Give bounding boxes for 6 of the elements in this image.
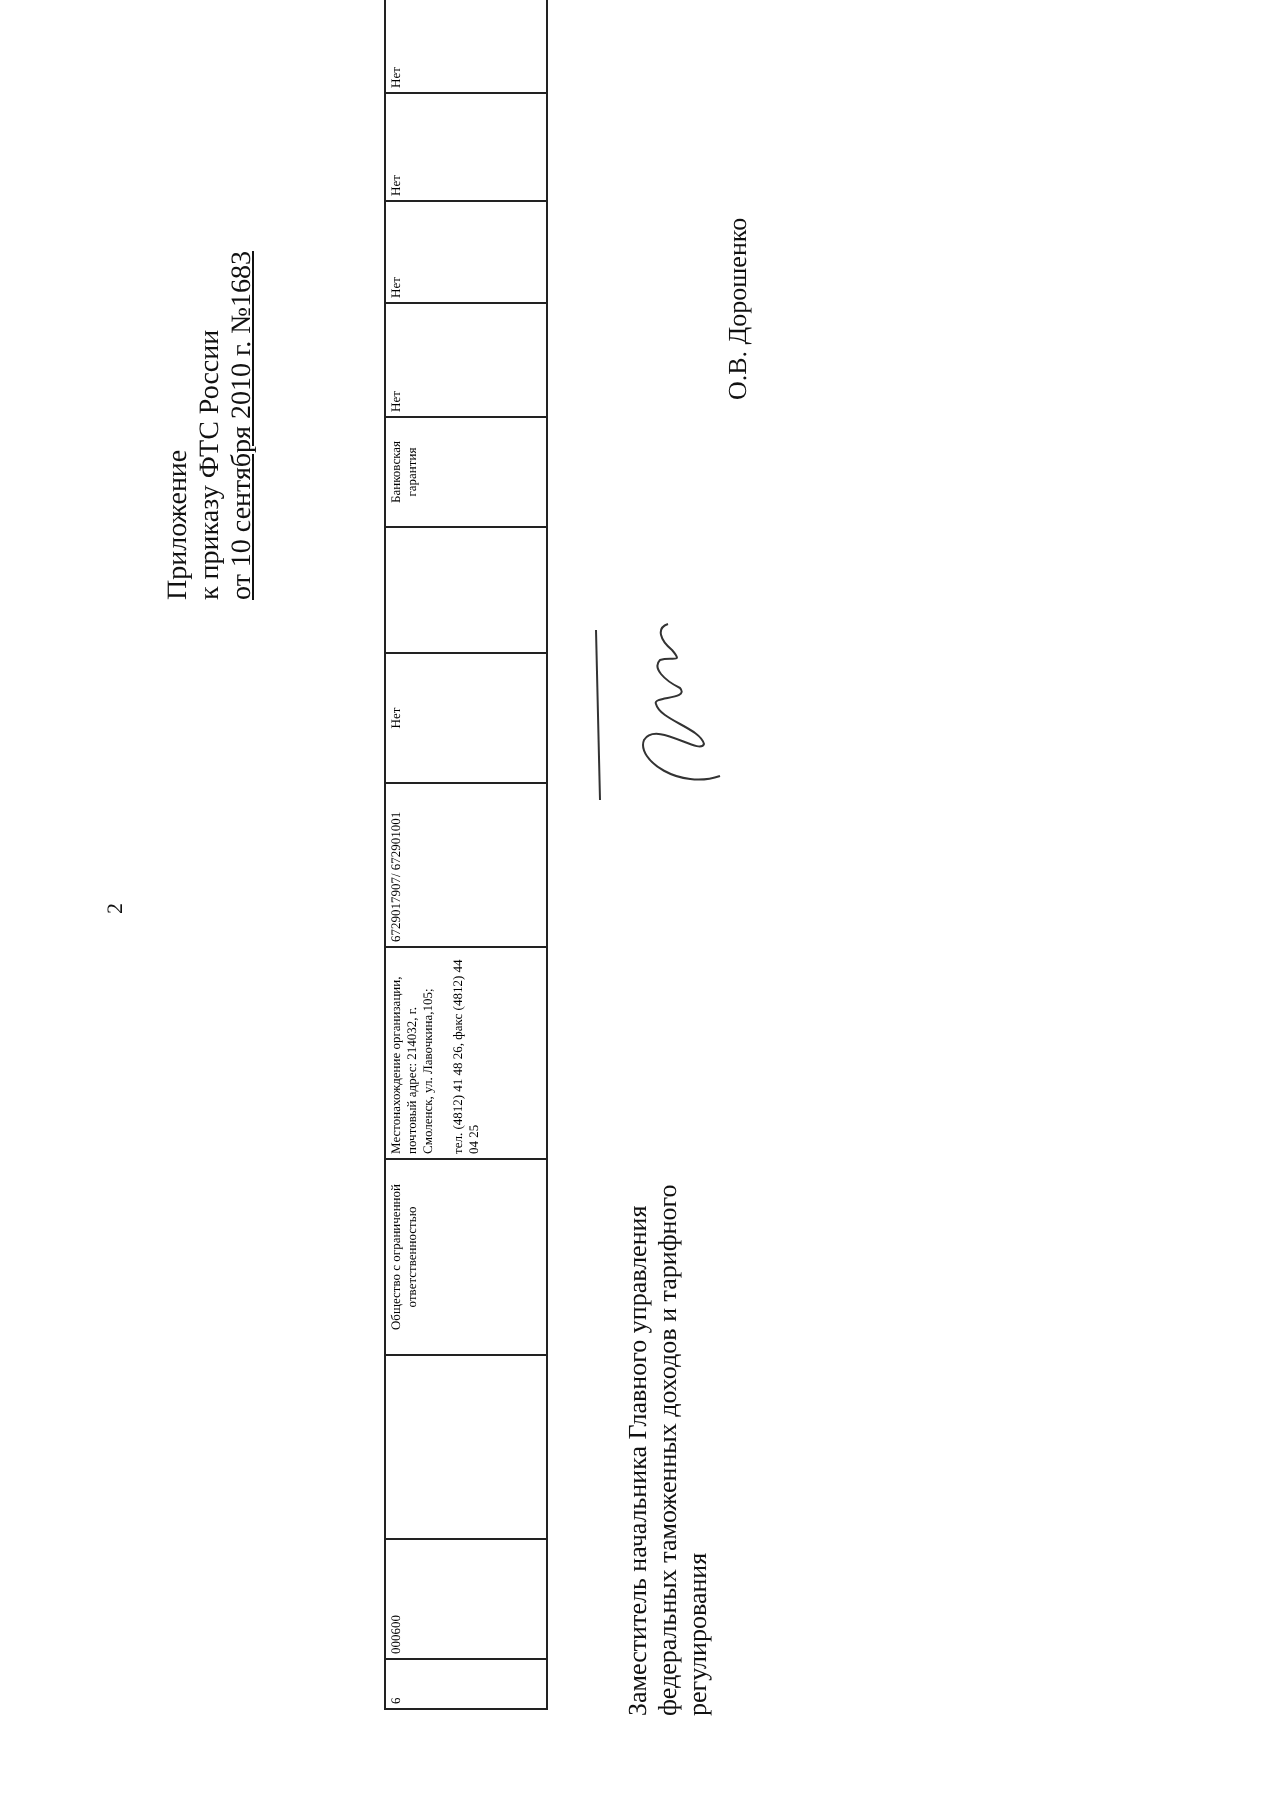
heading-line: от 10 сентября 2010 г. №1683 bbox=[228, 251, 260, 600]
heading-line: к приказу ФТС России bbox=[196, 329, 228, 600]
heading-line: Приложение bbox=[164, 449, 196, 600]
page-number: 2 bbox=[104, 903, 130, 914]
signer-name: О.В. Дорошенко bbox=[724, 217, 754, 400]
signer-title: Заместитель начальника Главного управления федеральных таможенных доходов и тарифного регулирования bbox=[624, 1182, 714, 1716]
